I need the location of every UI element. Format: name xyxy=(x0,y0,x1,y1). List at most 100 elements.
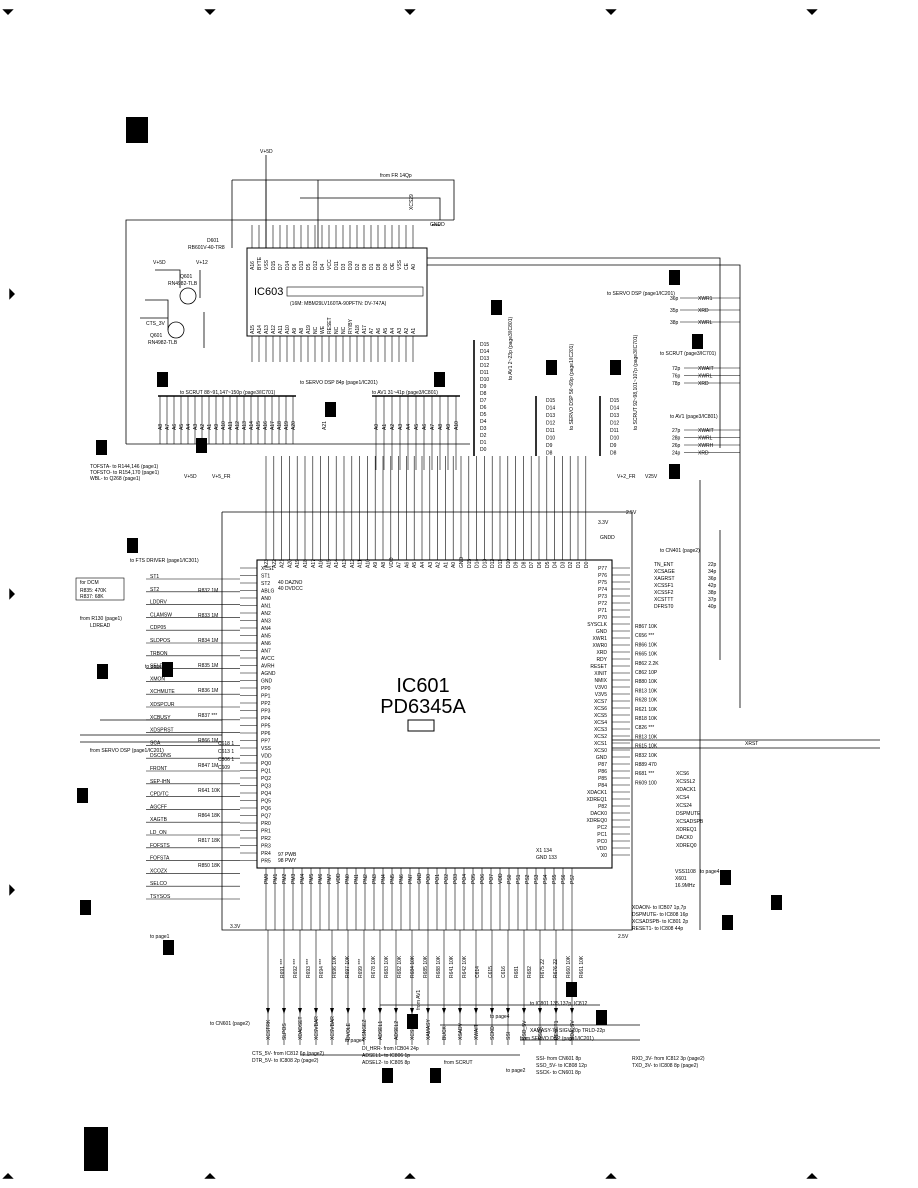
data-bus-av1: D1 xyxy=(480,440,487,446)
xdack-signal: XCS24 xyxy=(676,803,692,809)
bottom-component: R685 10K xyxy=(423,955,429,978)
ic601-bottom-pin: PM4 xyxy=(300,874,306,885)
xdaon-label: XDAON- to ICB07 1p,7p xyxy=(632,905,686,911)
bottom-signal: SSCK xyxy=(538,1026,544,1040)
data-bus-servo: D11 xyxy=(546,428,555,434)
ic601-top-pin: D6 xyxy=(537,561,543,568)
bottom-component: R693 *** xyxy=(306,959,312,978)
ic801-note: to IC801 135,137p, IC812 xyxy=(530,1001,587,1007)
data-bus-servo: D8 xyxy=(546,451,553,457)
edge-mark-left xyxy=(9,588,15,600)
adsel2-label: ADSEL2- to IC805 8p xyxy=(362,1060,410,1066)
ic603-inner-box xyxy=(286,286,424,297)
ic601-right-pin: PC0 xyxy=(597,839,607,845)
ic601-right-pin: RESET xyxy=(590,664,607,670)
addr-bus-left: A11 xyxy=(228,421,234,430)
section-box-label xyxy=(196,438,207,453)
txd3v-label: TXD_3V- to IC808 8p (page2) xyxy=(632,1063,698,1069)
bottom-signal: ADSEL2 xyxy=(394,1021,400,1040)
bottom-component: R642 10K xyxy=(462,955,468,978)
v2fr-label: V+2_FR xyxy=(617,474,636,480)
ic603-bottom-pin: RESET xyxy=(327,317,333,334)
edge-mark-bottom xyxy=(806,1173,818,1179)
ic601-right-pin: VDD xyxy=(596,846,607,852)
left-signal: SEP-IHN xyxy=(150,779,171,785)
to-scrut-92-98: to SCRUT 92~98,101~107p (page3/IC701) xyxy=(633,334,639,430)
ic601-top-pin: D3 xyxy=(560,561,566,568)
ic601-bottom-pin: VDD xyxy=(498,873,504,884)
tdfsto-label: TOFSTO- to R154,170 (page1) xyxy=(90,470,159,476)
bottom-arrow-icon xyxy=(362,1008,366,1014)
bottom-component: R675 22 xyxy=(540,959,546,978)
right-servo-pin: 36p xyxy=(670,296,679,302)
from-r130: from R130 (page1) xyxy=(80,616,122,622)
addr-bus-mid: A21 xyxy=(322,421,328,430)
left-signal: ST1 xyxy=(150,574,159,580)
ic601-bottom-pin: PM0 xyxy=(264,874,270,885)
ic601-top-pin: A18 xyxy=(303,559,309,568)
left-signal: SELCO xyxy=(150,881,167,887)
data-bus-av1: D9 xyxy=(480,384,487,390)
data-bus-scrut: D8 xyxy=(610,451,617,457)
ic601-left-pin: AVRH xyxy=(261,664,275,670)
q601-label: Q601 xyxy=(180,274,192,280)
bottom-component: R696 10K xyxy=(332,955,338,978)
addr-bus-right: A6 xyxy=(422,424,428,430)
edge-mark-bottom xyxy=(605,1173,617,1179)
right-scrut-pin: 72p xyxy=(672,366,681,372)
right-servo-signal: XWRL xyxy=(698,320,713,326)
ic601-left-pin: PP0 xyxy=(261,686,271,692)
cn401-signal: XCSSF1 xyxy=(654,583,674,589)
to-page1-bottom: to page1 xyxy=(150,934,170,940)
section-box-label xyxy=(430,1068,441,1083)
bottom-arrow-icon xyxy=(442,1008,446,1014)
ic601-right-pin: P76 xyxy=(598,573,607,579)
bottom-arrow-icon xyxy=(394,1008,398,1014)
ic603-top-pin: D10 xyxy=(348,261,354,270)
bottom-arrow-icon xyxy=(554,1008,558,1014)
ic603-bottom-pin: A12 xyxy=(271,325,277,334)
ic601-left-pin: AN4 xyxy=(261,626,271,632)
section-header-box xyxy=(126,117,148,143)
ic601-top-pin: D11 xyxy=(498,559,504,568)
edge-mark-left xyxy=(9,288,15,300)
left-resistor: R835 1M xyxy=(198,663,218,669)
d601-part: RB601V-40-TR8 xyxy=(188,245,225,251)
addr-bus-left: A13 xyxy=(242,421,248,430)
to-av1-bus: to AV1 31~41p (page3/IC801) xyxy=(372,390,438,396)
left-signal: XCHMUTE xyxy=(150,689,175,695)
right-resistor: R862 2.2K xyxy=(635,661,659,667)
ic603-top-pin: D9 xyxy=(362,263,368,270)
bottom-signal: XWAIT xyxy=(474,1024,480,1040)
ic601-right-pin: X0 xyxy=(601,853,607,859)
cn401-pin: 34p xyxy=(708,569,717,575)
ic601-bottom-pin: PN2 xyxy=(363,874,369,884)
bottom-component: R660 10K xyxy=(566,955,572,978)
addr-bus-right: A10 xyxy=(454,421,460,430)
ic601-right-pin: XCS7 xyxy=(594,699,607,705)
ic603-top-pin: D0 xyxy=(383,263,389,270)
left-signal: XDSPCUR xyxy=(150,702,175,708)
right-resistor: R867 10K xyxy=(635,624,658,630)
ic601-bottom-pin: PO3 xyxy=(453,874,459,884)
left-signal: FRONT xyxy=(150,766,167,772)
data-bus-servo: D12 xyxy=(546,421,555,427)
x601-label: X601 xyxy=(675,876,687,882)
dtr5v-label: DTR_5V- to IC808 2p (page2) xyxy=(252,1058,319,1064)
ic601-right-pin: PC2 xyxy=(597,825,607,831)
cn401-pin: 22p xyxy=(708,562,717,568)
ic603-bottom-pin: A11 xyxy=(278,325,284,334)
addr-bus-right: A4 xyxy=(406,424,412,430)
to-page2: to page2 xyxy=(506,1068,526,1074)
p8-label: 98 PWY xyxy=(278,858,297,864)
ic601-bottom-pin: PO6 xyxy=(480,874,486,884)
to-av1-right: to AV1 (page3/IC801) xyxy=(670,414,718,420)
ic601-top-pin: A5 xyxy=(412,562,418,568)
ic601-right-pin: P86 xyxy=(598,769,607,775)
xdack-signal: XCS4 xyxy=(676,795,689,801)
bottom-signal: XSADV xyxy=(458,1022,464,1040)
ic601-right-pin: DACK0 xyxy=(590,811,607,817)
ic603-top-pin: D11 xyxy=(334,261,340,270)
section-box-label xyxy=(771,895,782,910)
